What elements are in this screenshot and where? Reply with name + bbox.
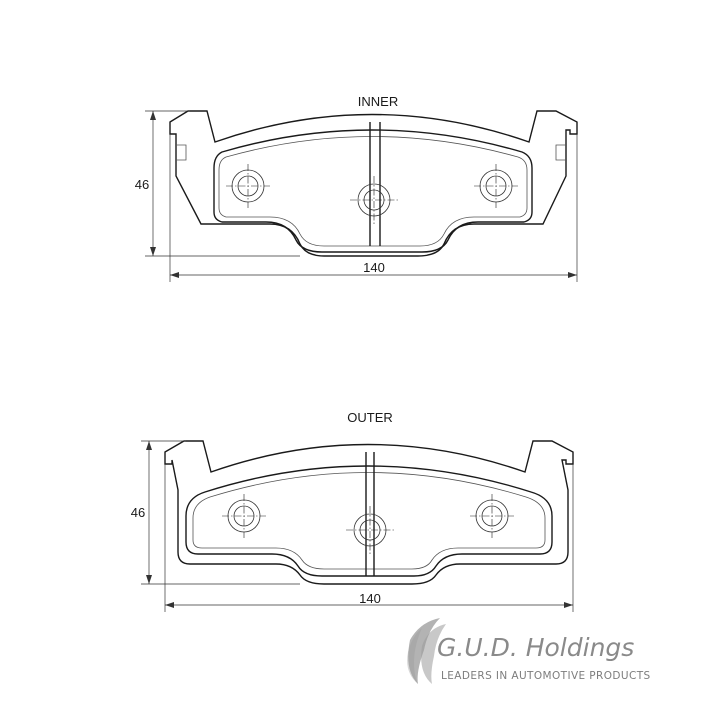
outer-backing-plate [164,440,574,585]
outer-hole-center [346,506,394,554]
outer-height-label: 46 [131,505,145,520]
inner-hole-center [350,176,398,224]
gud-swoosh-icon [407,618,446,684]
inner-friction-edge [218,136,528,247]
inner-friction-material [213,129,533,253]
outer-hole-left [222,494,266,538]
inner-left-notch [176,144,187,161]
logo-tagline: LEADERS IN AUTOMOTIVE PRODUCTS [441,670,651,682]
outer-view: OUTER 46 [131,410,574,612]
outer-view-title: OUTER [347,410,393,425]
logo-name: G.U.D. Holdings [437,633,634,662]
outer-friction-material [185,465,553,577]
outer-friction-edge [192,472,546,570]
inner-right-notch [555,144,566,161]
inner-height-dimension [145,110,300,257]
inner-width-dimension [169,134,578,282]
inner-width-label: 140 [363,260,385,275]
inner-backing-plate [169,110,578,257]
inner-hole-right [474,164,518,208]
outer-hole-right [470,494,514,538]
inner-view: INNER [135,94,578,282]
gud-holdings-logo: G.U.D. Holdings LEADERS IN AUTOMOTIVE PR… [407,618,650,684]
outer-width-label: 140 [359,591,381,606]
inner-height-label: 46 [135,177,149,192]
outer-width-dimension [164,464,574,612]
inner-view-title: INNER [358,94,398,109]
inner-hole-left [226,164,270,208]
outer-height-dimension [141,440,300,585]
